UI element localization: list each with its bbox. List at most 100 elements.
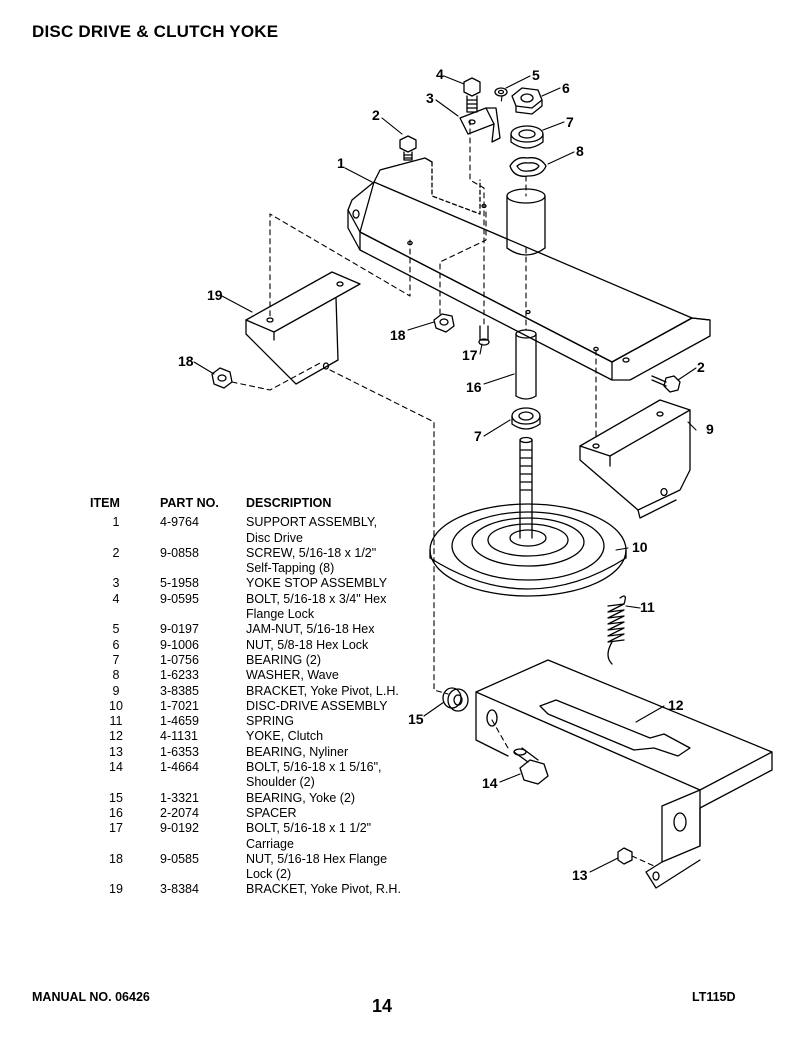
page-number: 14 (372, 996, 393, 1016)
part-number: 1-6233 (160, 668, 199, 683)
description-line: NUT, 5/16-18 Hex Flange (246, 851, 388, 866)
self-tapping-screw-part (399, 135, 417, 161)
item-number: 15 (109, 790, 123, 805)
callout-item-11: 11 (640, 599, 655, 615)
table-row: 12 4-1131 YOKE, Clutch (90, 729, 446, 744)
item-number: 1 (112, 515, 120, 530)
part-number: 9-1006 (160, 637, 199, 652)
yoke-stop-assembly-part (459, 107, 501, 143)
item-number: 3 (112, 576, 120, 591)
callout-item-15: 15 (408, 711, 424, 727)
table-row: 6 9-1006 NUT, 5/8-18 Hex Lock (90, 638, 446, 653)
part-number: 9-0197 (160, 622, 199, 637)
part-description: WASHER, Wave (246, 668, 339, 683)
callout-item-1: 1 (337, 155, 345, 171)
callout-item-2: 2 (372, 107, 380, 123)
part-number: 1-0756 (160, 652, 199, 667)
callout-item-19: 19 (207, 287, 223, 303)
item-number: 10 (109, 698, 123, 713)
clutch-yoke-part (475, 659, 773, 889)
item-number: 8 (112, 668, 120, 683)
table-row: 17 9-0192 BOLT, 5/16-18 x 1 1/2"Carriage (90, 821, 446, 852)
table-row: 8 1-6233 WASHER, Wave (90, 668, 446, 683)
callout-item-16: 16 (466, 379, 482, 395)
callout-item-8: 8 (576, 143, 584, 159)
item-number: 4 (112, 591, 120, 606)
part-description: BEARING, Yoke (2) (246, 790, 356, 805)
jam-nut-part (494, 87, 508, 97)
item-number: 16 (109, 805, 123, 820)
description-line-2: Flange Lock (246, 607, 315, 622)
item-number: 7 (112, 652, 120, 667)
part-number: 9-0192 (160, 821, 199, 836)
part-description: BEARING, Nyliner (246, 744, 349, 759)
bearing-part (511, 407, 541, 430)
item-number: 14 (109, 760, 123, 775)
part-number: 1-7021 (160, 698, 199, 713)
item-number: 12 (109, 729, 123, 744)
item-number: 17 (109, 821, 123, 836)
callout-item-10: 10 (632, 539, 648, 555)
description-line-2: Self-Tapping (8) (246, 561, 335, 576)
manual-number: MANUAL NO. 06426 (32, 990, 150, 1004)
part-number: 1-3321 (160, 790, 199, 805)
hex-lock-nut-part (511, 87, 543, 115)
callout-item-13: 13 (572, 867, 588, 883)
wave-washer-part (509, 157, 547, 177)
part-number: 1-6353 (160, 744, 199, 759)
callout-item-7: 7 (474, 428, 482, 444)
nyliner-bearing-part (617, 847, 633, 865)
column-header-part-no: PART NO. (160, 496, 219, 510)
part-description: BRACKET, Yoke Pivot, L.H. (246, 683, 399, 698)
description-line-2: Carriage (246, 836, 294, 851)
description-line: BOLT, 5/16-18 x 1 5/16", (246, 760, 382, 775)
part-number: 9-0585 (160, 851, 199, 866)
part-description: YOKE, Clutch (246, 729, 324, 744)
part-description: YOKE STOP ASSEMBLY (246, 576, 388, 591)
part-description: SUPPORT ASSEMBLY,Disc Drive (246, 515, 446, 546)
item-number: 9 (112, 683, 120, 698)
callout-item-18: 18 (390, 327, 406, 343)
part-description: NUT, 5/8-18 Hex Lock (246, 637, 369, 652)
table-row: 3 5-1958 YOKE STOP ASSEMBLY (90, 576, 446, 591)
disc-drive-assembly-part (429, 436, 627, 597)
part-number: 4-1131 (160, 729, 198, 744)
yoke-bearing-part (442, 687, 469, 712)
item-number: 5 (112, 622, 120, 637)
description-line: SUPPORT ASSEMBLY, (246, 515, 378, 530)
description-line-2: Shoulder (2) (246, 775, 315, 790)
yoke-pivot-bracket-rh-part (245, 271, 361, 385)
item-number: 18 (109, 851, 123, 866)
table-row: 7 1-0756 BEARING (2) (90, 653, 446, 668)
part-number: 5-1958 (160, 576, 199, 591)
flange-nut-part (433, 313, 455, 333)
part-description: SCREW, 5/16-18 x 1/2"Self-Tapping (8) (246, 546, 446, 577)
callout-item-3: 3 (426, 90, 434, 106)
part-description: BEARING (2) (246, 652, 322, 667)
self-tapping-screw-part (651, 375, 681, 393)
callout-item-12: 12 (668, 697, 684, 713)
part-number: 3-8385 (160, 683, 199, 698)
page-title: DISC DRIVE & CLUTCH YOKE (32, 22, 279, 41)
part-description: SPRING (246, 714, 294, 729)
spacer-part (515, 329, 537, 400)
callout-item-18: 18 (178, 353, 194, 369)
part-number: 9-0595 (160, 591, 199, 606)
part-description: BRACKET, Yoke Pivot, R.H. (246, 882, 401, 897)
part-description: BOLT, 5/16-18 x 1 1/2"Carriage (246, 821, 446, 852)
description-line-2: Disc Drive (246, 530, 303, 545)
bolt-part (463, 77, 481, 113)
item-number: 2 (112, 545, 120, 560)
item-number: 6 (112, 637, 120, 652)
